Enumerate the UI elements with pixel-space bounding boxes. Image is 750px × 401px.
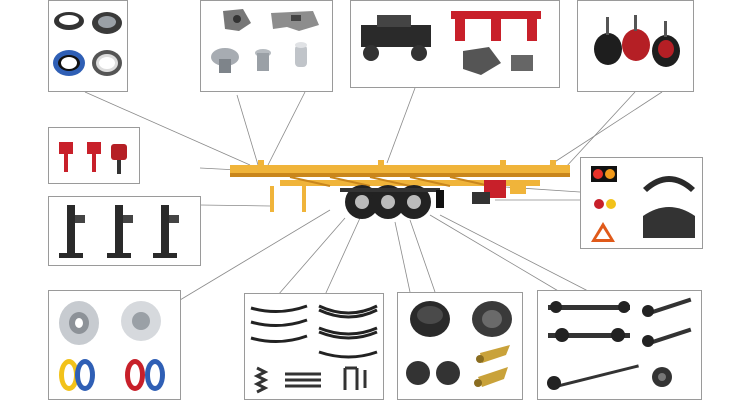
brake-chamber-icon xyxy=(652,21,680,67)
parts-box-axles-and-shafts[interactable] xyxy=(537,290,702,400)
axle-shaft-icon xyxy=(548,301,630,342)
parts-box-container-locks[interactable] xyxy=(48,127,140,184)
blue-seal-ring-icon xyxy=(53,50,85,76)
landing-leg-icon xyxy=(153,205,179,258)
parts-box-fifth-wheel-and-kingpin[interactable] xyxy=(200,0,333,92)
parts-box-leaf-springs[interactable] xyxy=(244,293,384,400)
reflector-icon xyxy=(594,199,616,209)
landing-leg-icon xyxy=(59,205,85,258)
parts-box-seals-and-rings[interactable] xyxy=(48,0,128,92)
tire-flap-icon xyxy=(59,359,165,391)
camshaft-icon xyxy=(642,297,692,347)
parts-box-brake-chambers[interactable] xyxy=(577,0,694,92)
steel-rim-icon xyxy=(59,301,99,345)
twist-lock-icon xyxy=(59,142,73,172)
twist-lock-icon xyxy=(111,144,127,174)
coil-spring-icon xyxy=(253,366,321,394)
bushing-icon xyxy=(295,42,307,67)
fifth-wheel-icon xyxy=(223,9,251,31)
spring-brake-chamber-icon xyxy=(594,17,622,65)
kingpin-flange-icon xyxy=(211,48,239,73)
leaf-spring-icon xyxy=(250,304,378,359)
kingpin-icon xyxy=(255,49,271,71)
parts-box-wheel-rims[interactable] xyxy=(48,290,181,400)
bogie-suspension-icon xyxy=(361,15,431,61)
axle-wheels xyxy=(340,185,440,219)
parts-box-landing-gear[interactable] xyxy=(48,196,201,266)
wheel-hub-icon xyxy=(406,301,512,385)
coupling-plate-icon xyxy=(271,11,319,31)
hanger-bracket-icon xyxy=(451,11,541,41)
tail-light-icon xyxy=(591,166,617,182)
warning-triangle-icon xyxy=(591,222,615,242)
twist-lock-icon xyxy=(87,142,101,172)
bearing-ring-icon xyxy=(92,50,122,76)
brake-drum-icon xyxy=(410,301,450,337)
torque-arm-icon xyxy=(463,47,533,75)
double-brake-chamber-icon xyxy=(622,15,650,61)
parts-box-hubs-and-drums[interactable] xyxy=(397,292,523,400)
mudguard-icon xyxy=(643,176,695,238)
slack-adjuster-icon xyxy=(474,345,510,387)
seal-ring-icon xyxy=(54,12,84,30)
turntable-ring-icon xyxy=(92,12,122,34)
u-bolt-icon xyxy=(343,366,367,390)
mudflaps xyxy=(436,190,490,208)
chassis-frame xyxy=(230,160,570,212)
parts-box-lights-and-fenders[interactable] xyxy=(580,157,703,249)
landing-leg-icon xyxy=(107,205,133,258)
spindle-icon xyxy=(547,364,672,390)
semi-trailer-chassis xyxy=(230,160,570,219)
wheel-rim-icon xyxy=(121,301,161,341)
parts-box-suspension-assemblies[interactable] xyxy=(350,0,560,88)
